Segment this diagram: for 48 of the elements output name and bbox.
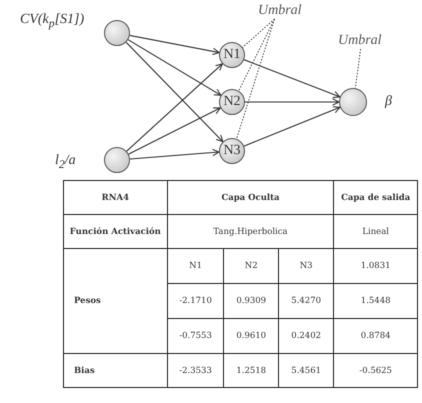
table-value: 0.8784 — [334, 318, 418, 354]
table-value: Lineal — [334, 214, 418, 248]
row-header: Bias — [64, 354, 168, 388]
row-header: Función Activación — [64, 214, 168, 248]
table-value: -2.1710 — [167, 284, 224, 318]
threshold-label: Umbral — [338, 33, 382, 49]
arrow — [126, 42, 224, 142]
arrow — [130, 148, 220, 160]
input-label: CV(k$_{p}$[S1]) — [20, 12, 84, 32]
table-value: N1 — [167, 248, 224, 284]
table-value: 5.4561 — [278, 354, 334, 388]
table-value: -2.3533 — [167, 354, 224, 388]
node-circle — [339, 88, 367, 116]
neuron-circle: N1 — [219, 42, 245, 68]
table-value: 0.9309 — [224, 284, 278, 318]
table-header: RNA4 — [64, 180, 168, 214]
leader-line — [236, 18, 275, 140]
row-header: Pesos — [64, 248, 168, 354]
arrow — [130, 34, 220, 56]
threshold-label: Umbral — [258, 3, 302, 19]
node-circle — [104, 20, 130, 46]
table-value: N3 — [278, 248, 334, 284]
neuron-circle: N3 — [219, 138, 245, 164]
table-value: 1.5448 — [334, 284, 418, 318]
table-value: -0.5625 — [334, 354, 418, 388]
arrow — [128, 39, 222, 96]
arrow — [128, 107, 221, 155]
table-value: 1.2518 — [224, 354, 278, 388]
table-header: Capa de salida — [334, 180, 418, 214]
arrow — [245, 98, 340, 106]
node-circle — [104, 147, 130, 173]
table-value: 0.9610 — [224, 318, 278, 354]
arrow — [244, 106, 341, 147]
neuron-circle: N2 — [219, 89, 245, 115]
leader-line — [238, 18, 275, 92]
table-value: -0.7553 — [167, 318, 224, 354]
table-value: 1.0831 — [334, 248, 418, 284]
input-label: β — [385, 94, 392, 110]
leader-line — [354, 48, 362, 89]
table-value: 0.2402 — [278, 318, 334, 354]
input-label: l$_{2}$/a — [55, 153, 76, 173]
table-value: 5.4270 — [278, 284, 334, 318]
leader-line — [242, 18, 275, 48]
arrow — [244, 59, 340, 98]
table-header: Capa Oculta — [167, 180, 334, 214]
arrow — [126, 63, 223, 152]
table-value: N2 — [224, 248, 278, 284]
table-value: Tang.Hiperbolica — [167, 214, 334, 248]
